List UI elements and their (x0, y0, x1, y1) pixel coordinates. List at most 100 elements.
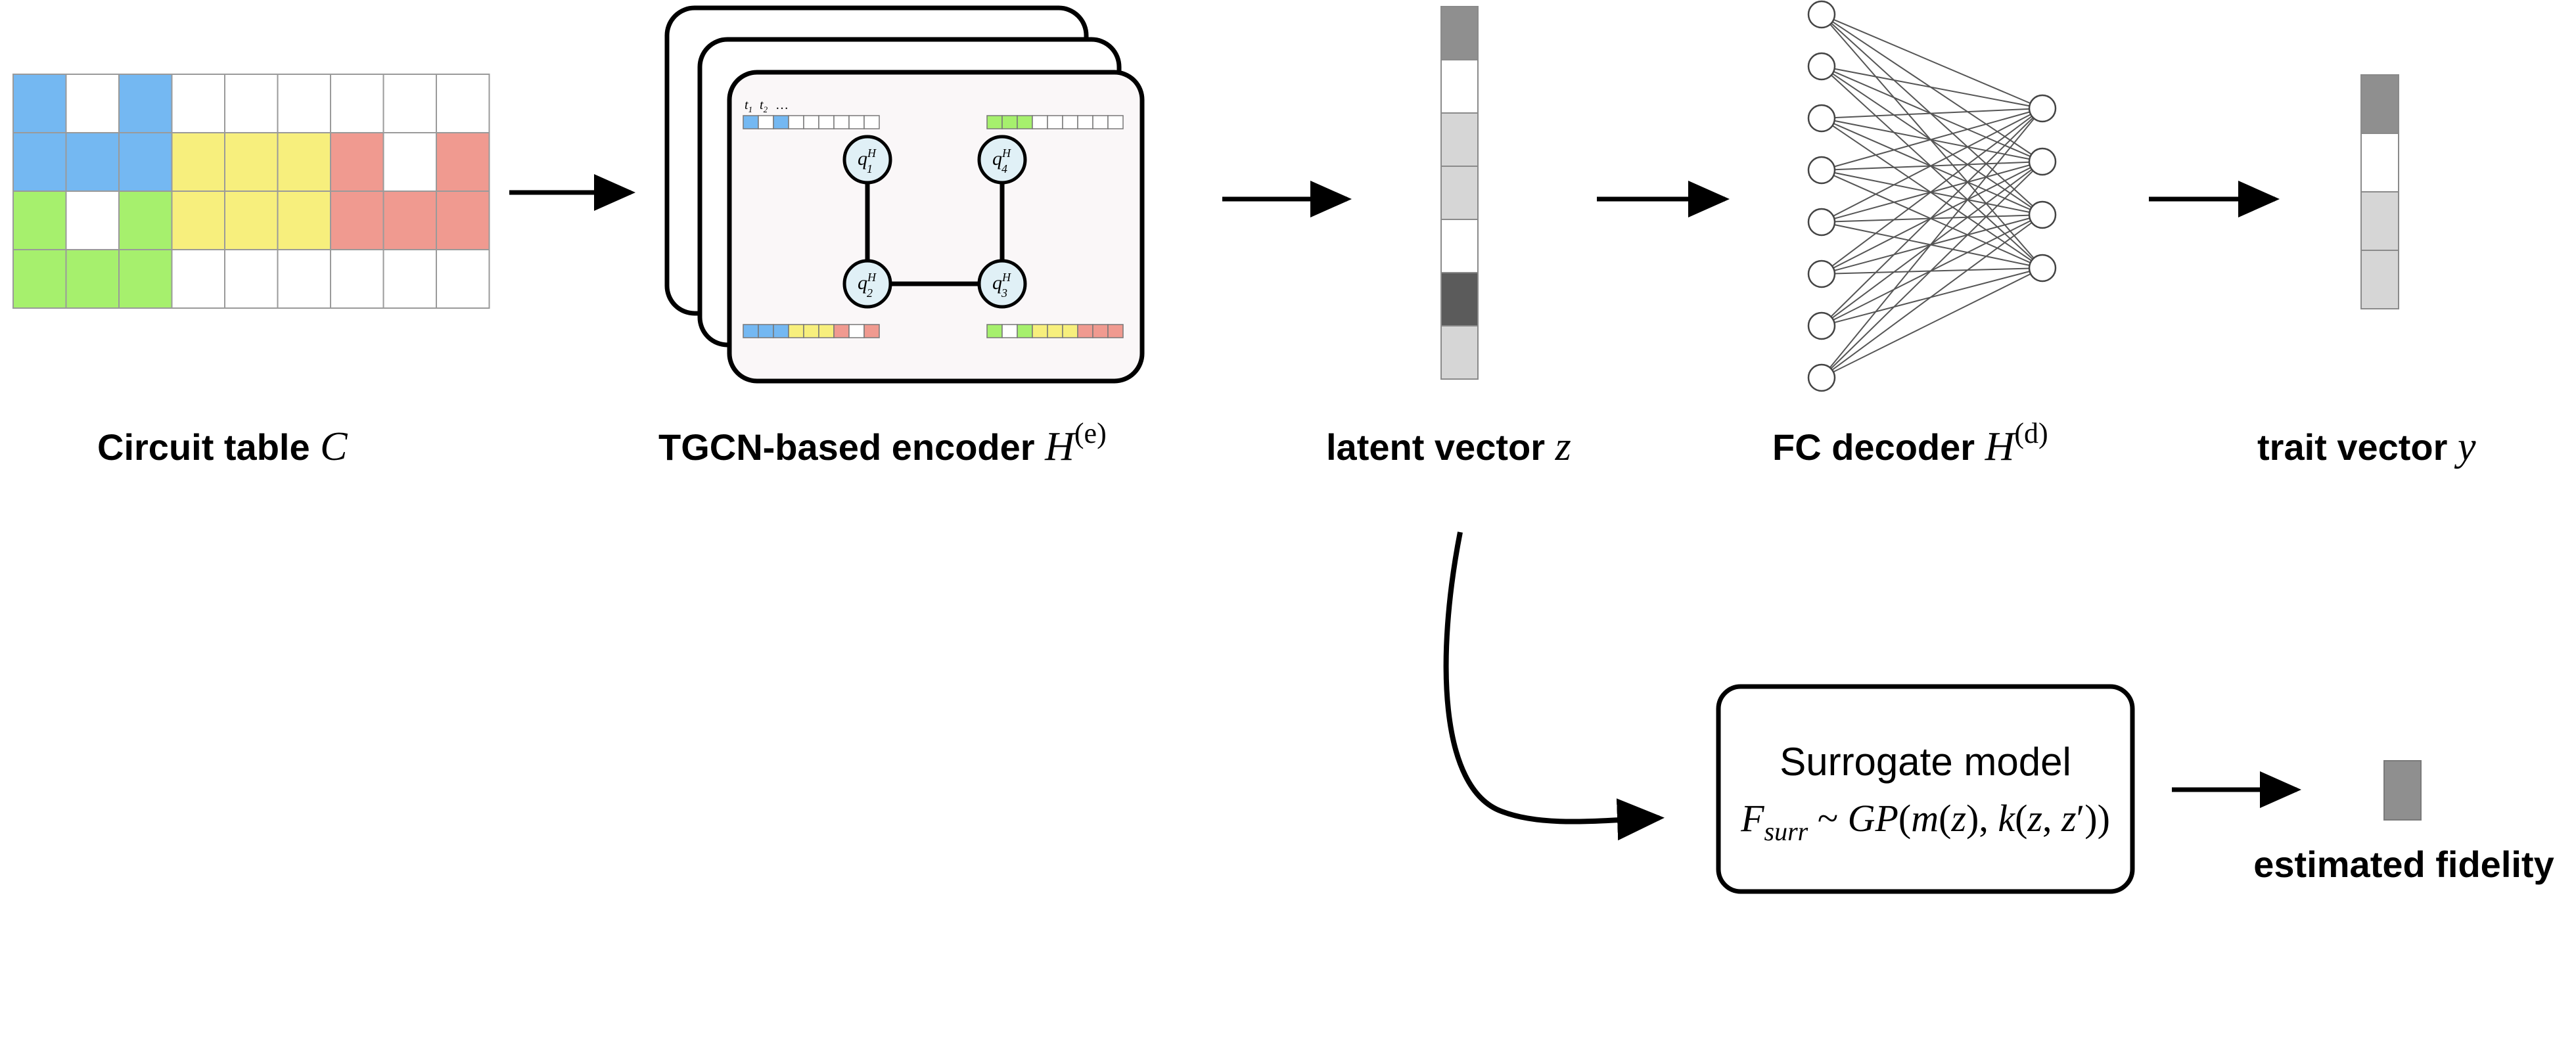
decoder-output-node (2028, 147, 2057, 176)
svg-text:qH4: qH4 (992, 147, 1011, 175)
circuit-cell (382, 74, 437, 133)
circuit-cell (65, 132, 120, 192)
surrogate-model: Surrogate model Fsurr ~ GP(m(z), k(z, z′… (1716, 684, 2135, 894)
circuit-cell (436, 74, 490, 133)
strip-cell (758, 324, 774, 338)
caption-estimated-fidelity: estimated fidelity (2253, 844, 2554, 885)
latent-cell (1440, 6, 1479, 60)
latent-cell (1440, 219, 1479, 273)
circuit-cell (118, 74, 173, 133)
circuit-cell (171, 249, 225, 309)
decoder-input-node (1807, 363, 1836, 392)
strip-cell (848, 324, 865, 338)
circuit-cell (436, 191, 490, 250)
circuit-cell (171, 191, 225, 250)
trait-vector (2360, 74, 2399, 309)
strip-cell (788, 324, 804, 338)
circuit-cell (330, 74, 384, 133)
encoder-strip-bottom-left (743, 324, 880, 338)
svg-text:qH3: qH3 (992, 271, 1011, 300)
decoder-input-node (1807, 156, 1836, 185)
strip-cell (1017, 115, 1033, 129)
decoder-output-node (2028, 94, 2057, 123)
strip-cell (848, 115, 865, 129)
strip-cell (833, 115, 850, 129)
estimated-fidelity-cell (2383, 760, 2422, 821)
strip-cell (1077, 115, 1093, 129)
surrogate-model-box (1716, 684, 2135, 894)
strip-cell (773, 115, 789, 129)
strip-cell (1001, 324, 1018, 338)
time-label-t1: t1 (745, 98, 752, 114)
strip-cell (833, 324, 850, 338)
encoder-strip-top-right (986, 115, 1124, 129)
decoder-edges (1821, 14, 2043, 378)
caption-latent-vector: latent vector z (1326, 424, 1571, 469)
svg-text:qH2: qH2 (858, 271, 877, 300)
decoder-output-node (2028, 254, 2057, 282)
circuit-table (12, 74, 490, 309)
circuit-cell (277, 74, 331, 133)
circuit-cell (330, 132, 384, 192)
strip-cell (1047, 324, 1063, 338)
decoder-input-node (1807, 104, 1836, 133)
strip-cell (986, 115, 1003, 129)
circuit-cell (277, 249, 331, 309)
latent-cell (1440, 112, 1479, 167)
circuit-cell (65, 74, 120, 133)
circuit-cell (436, 249, 490, 309)
circuit-cell (118, 249, 173, 309)
caption-circuit-table: Circuit table C (97, 424, 348, 469)
circuit-cell (12, 249, 67, 309)
circuit-cell (224, 132, 279, 192)
strip-cell (863, 115, 880, 129)
strip-cell (788, 115, 804, 129)
caption-fc-decoder: FC decoder H(d) (1772, 417, 2048, 469)
circuit-cell (12, 74, 67, 133)
strip-cell (986, 324, 1003, 338)
encoder-card-front (727, 70, 1145, 384)
decoder-output-node (2028, 200, 2057, 229)
strip-cell (1001, 115, 1018, 129)
decoder-input-node (1807, 208, 1836, 237)
circuit-cell (382, 191, 437, 250)
trait-cell (2360, 133, 2399, 192)
circuit-cell (436, 132, 490, 192)
strip-cell (1077, 324, 1093, 338)
circuit-cell (382, 249, 437, 309)
strip-cell (1032, 115, 1048, 129)
strip-cell (773, 324, 789, 338)
trait-cell (2360, 191, 2399, 251)
circuit-cell (277, 191, 331, 250)
encoder-strip-top-left (743, 115, 880, 129)
latent-cell (1440, 59, 1479, 114)
strip-cell (818, 324, 835, 338)
circuit-cell (171, 132, 225, 192)
latent-cell (1440, 166, 1479, 220)
decoder-input-node (1807, 0, 1836, 29)
arrow-latent-to-surrogate (1443, 531, 1665, 841)
strip-cell (1017, 324, 1033, 338)
circuit-cell (118, 191, 173, 250)
circuit-cell (330, 191, 384, 250)
strip-cell (803, 324, 819, 338)
trait-cell (2360, 74, 2399, 134)
surrogate-model-formula: Fsurr ~ GP(m(z), k(z, z′)) (1740, 797, 2110, 846)
latent-cell (1440, 272, 1479, 327)
strip-cell (1107, 324, 1124, 338)
strip-cell (1062, 324, 1078, 338)
decoder-input-node (1807, 260, 1836, 288)
circuit-cell (224, 74, 279, 133)
surrogate-model-title: Surrogate model (1780, 740, 2071, 784)
circuit-cell (277, 132, 331, 192)
strip-cell (1047, 115, 1063, 129)
circuit-cell (330, 249, 384, 309)
time-label-t2: t2 (760, 98, 768, 114)
circuit-cell (224, 191, 279, 250)
trait-cell (2360, 250, 2399, 309)
